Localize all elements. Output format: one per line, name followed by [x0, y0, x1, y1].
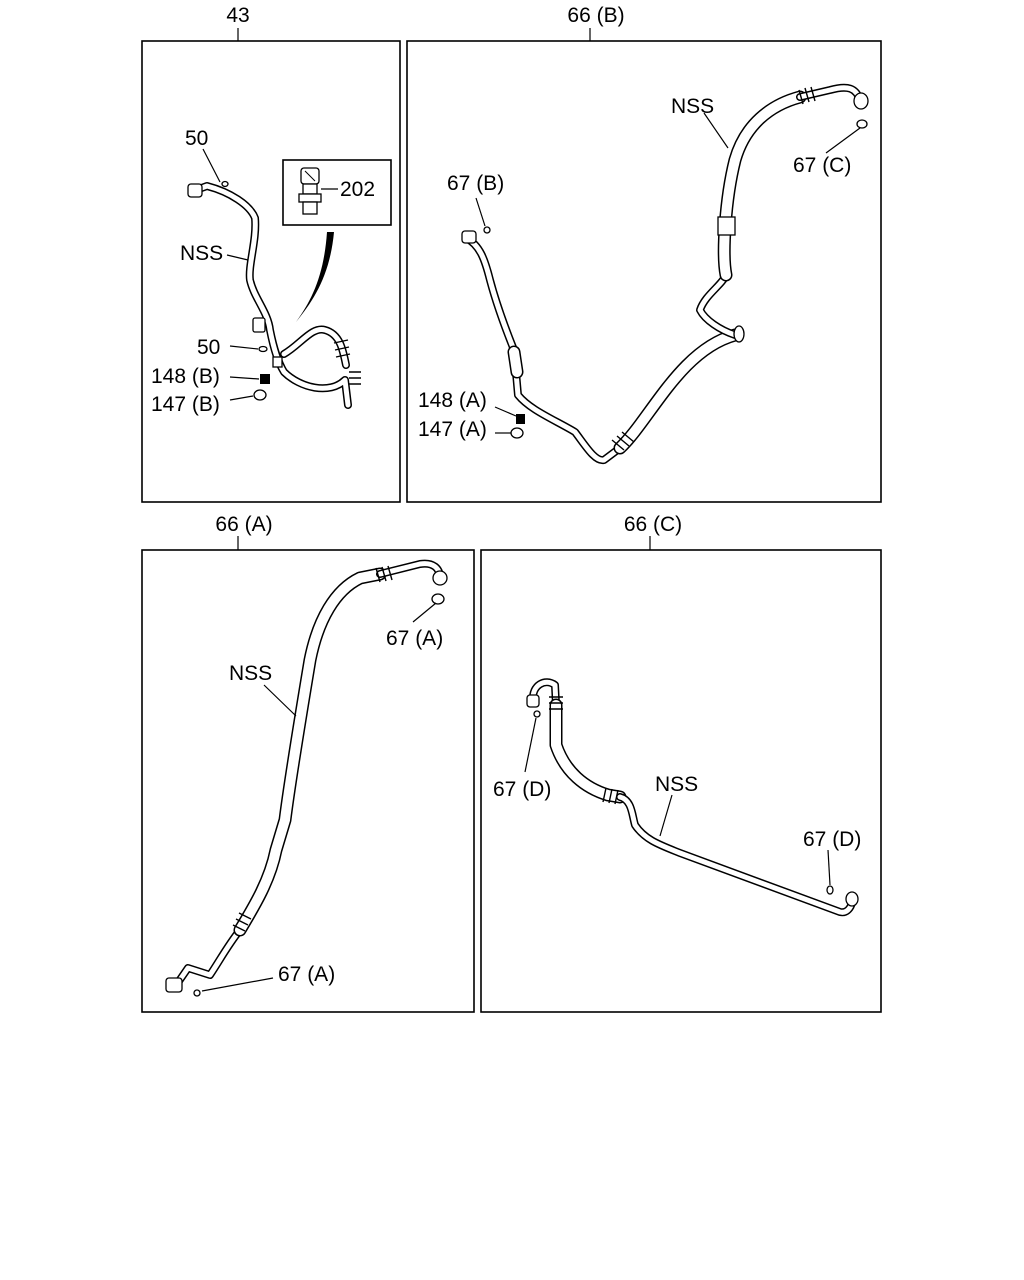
- panel-43-frame: [141, 40, 401, 503]
- pressure-sensor-icon: [298, 167, 322, 215]
- label-50-lower: 50: [197, 336, 220, 359]
- label-148a: 148 (A): [418, 389, 487, 412]
- hose-66a: [165, 559, 448, 993]
- panel-66a-frame: [141, 549, 475, 1013]
- callout-66a: 66 (A): [215, 513, 272, 536]
- label-147b: 147 (B): [151, 393, 220, 416]
- label-67b: 67 (B): [447, 172, 504, 195]
- label-202: 202: [340, 178, 375, 201]
- label-nss-66a: NSS: [229, 662, 272, 685]
- inset-box: [282, 159, 392, 226]
- hose-66b: [461, 83, 869, 465]
- hose-66c: [526, 678, 859, 917]
- panel-66a: 66 (A) NSS 67 (A) 67 (A): [141, 513, 475, 1013]
- panel-43: 43 202 50: [141, 4, 401, 503]
- label-67a-top: 67 (A): [386, 627, 443, 650]
- callout-66b: 66 (B): [567, 4, 624, 27]
- label-nss-66b: NSS: [671, 95, 714, 118]
- callout-43: 43: [226, 4, 249, 27]
- label-147a: 147 (A): [418, 418, 487, 441]
- label-67c: 67 (C): [793, 154, 851, 177]
- label-67d-left: 67 (D): [493, 778, 551, 801]
- label-50-top: 50: [185, 127, 208, 150]
- panel-66b-frame: [406, 40, 882, 503]
- label-148b: 148 (B): [151, 365, 220, 388]
- pipe-43: [187, 182, 361, 409]
- panel-66b: 66 (B) NSS 67 (C) 67 (: [406, 4, 882, 503]
- label-67a-bottom: 67 (A): [278, 963, 335, 986]
- callout-66c: 66 (C): [624, 513, 682, 536]
- label-nss-66c: NSS: [655, 773, 698, 796]
- label-nss-43: NSS: [180, 242, 223, 265]
- panel-66c-frame: [480, 549, 882, 1013]
- pointer-arrow: [296, 232, 334, 322]
- panel-66c: 66 (C) 67 (D) NSS 67 (D): [480, 513, 882, 1013]
- label-67d-right: 67 (D): [803, 828, 861, 851]
